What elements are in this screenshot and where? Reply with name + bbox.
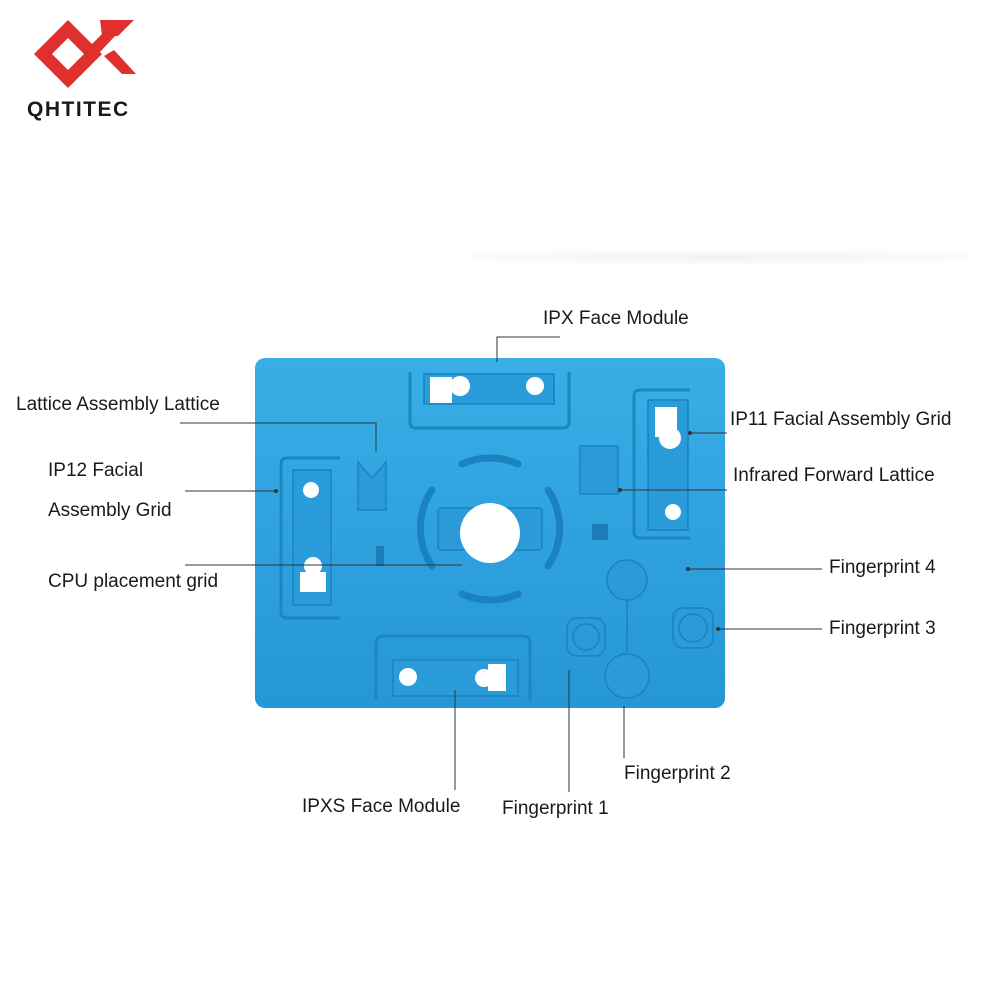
label-ipx-face-module: IPX Face Module (543, 308, 689, 329)
label-fingerprint-1: Fingerprint 1 (502, 798, 609, 819)
label-ip12-facial-line2: Assembly Grid (48, 500, 172, 521)
brand-name: QHTITEC (27, 98, 130, 121)
brand-logo-icon (34, 20, 136, 88)
label-ipxs-face-module: IPXS Face Module (302, 796, 461, 817)
label-lattice-assembly-lattice: Lattice Assembly Lattice (16, 394, 220, 415)
label-fingerprint-3: Fingerprint 3 (829, 618, 936, 639)
label-fingerprint-2: Fingerprint 2 (624, 763, 731, 784)
label-fingerprint-4: Fingerprint 4 (829, 557, 936, 578)
backdrop-shadow (470, 250, 970, 264)
label-ip12-facial-line1: IP12 Facial (48, 460, 144, 481)
label-infrared-forward-lattice: Infrared Forward Lattice (733, 465, 935, 486)
label-cpu-placement-grid: CPU placement grid (48, 571, 219, 592)
label-ip11-facial-assembly-grid: IP11 Facial Assembly Grid (730, 409, 952, 430)
